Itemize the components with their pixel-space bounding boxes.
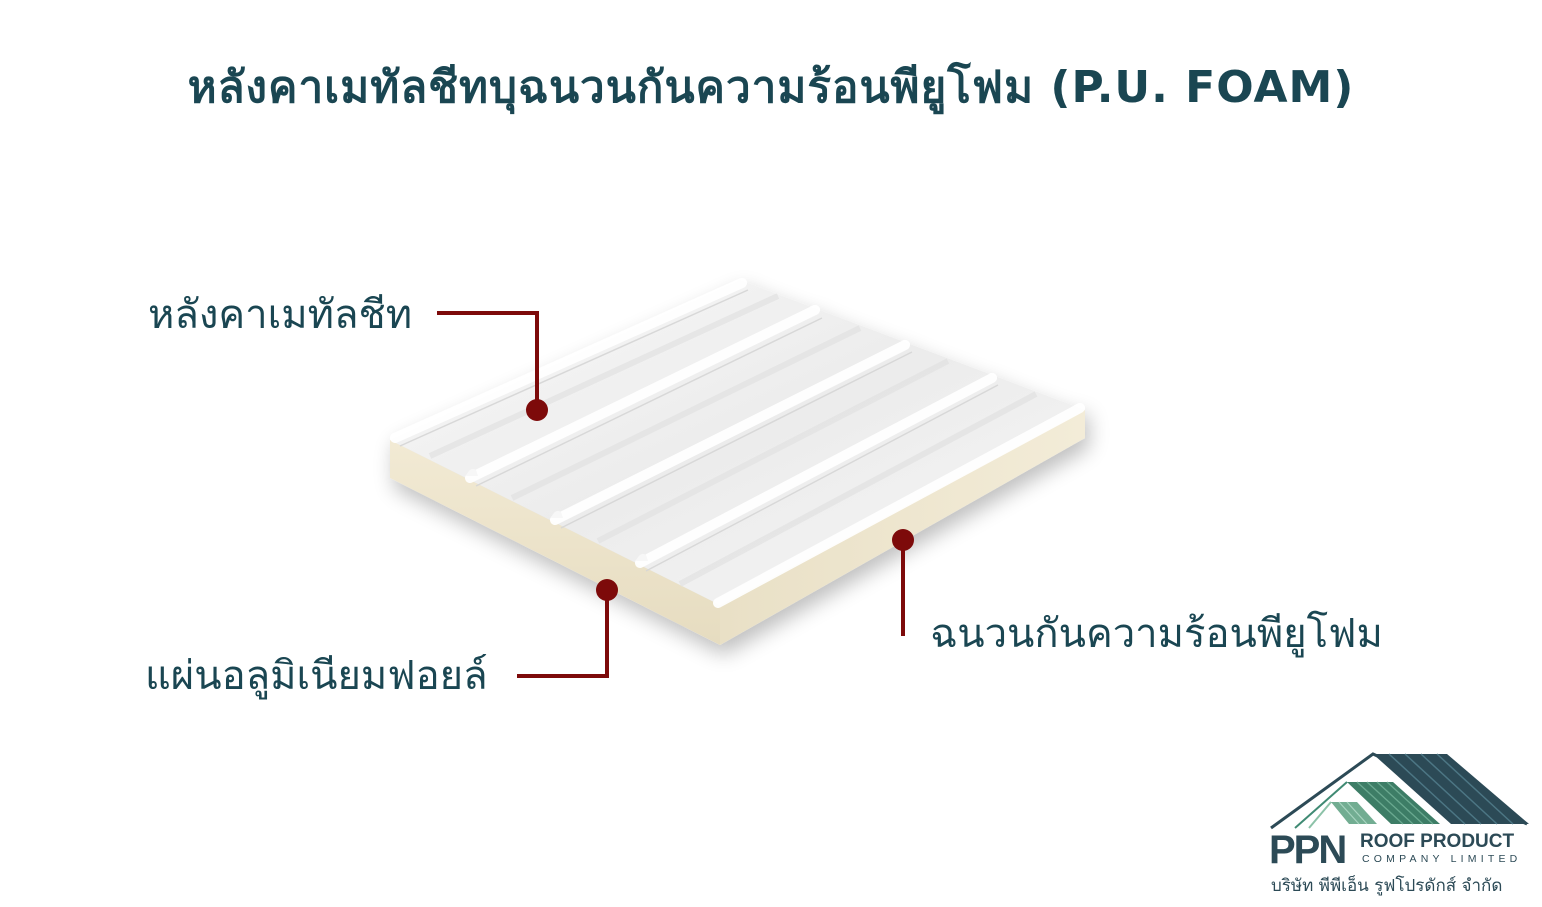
logo-mark: PPN xyxy=(1269,828,1347,872)
foam-side-right xyxy=(720,410,1085,645)
logo-thai-name: บริษัท พีพีเอ็น รูฟโปรดักส์ จำกัด xyxy=(1271,876,1503,896)
callout-metal-sheet-line xyxy=(437,311,539,408)
panel-body xyxy=(390,278,1085,645)
page-title: หลังคาเมทัลชีทบุฉนวนกันความร้อนพียูโฟม (… xyxy=(187,62,1355,113)
callout-metal-sheet-dot xyxy=(526,399,548,421)
roof-icon xyxy=(1270,752,1529,830)
callout-label-aluminium-foil: แผ่นอลูมิเนียมฟอยล์ xyxy=(145,653,488,699)
callout-label-pu-foam: ฉนวนกันความร้อนพียูโฟม xyxy=(930,611,1383,657)
callout-foil-line xyxy=(517,592,609,678)
logo-subtitle: COMPANY LIMITED xyxy=(1362,853,1522,865)
callout-foam-dot xyxy=(892,529,914,551)
foam-side-left xyxy=(390,440,720,645)
callout-foil-dot xyxy=(596,579,618,601)
logo-name: ROOF PRODUCT xyxy=(1360,831,1515,852)
company-logo: PPN ROOF PRODUCT COMPANY LIMITED บริษัท … xyxy=(1265,748,1535,898)
callout-label-metal-sheet: หลังคาเมทัลชีท xyxy=(148,292,413,338)
